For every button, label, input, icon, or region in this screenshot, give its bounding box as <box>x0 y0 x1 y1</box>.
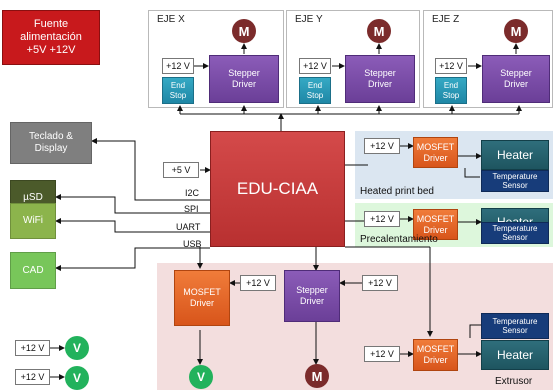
axis-x-stepper-l2: Driver <box>232 79 256 89</box>
axis-y-endstop-l2: Stop <box>306 90 324 100</box>
axis-z-stepper-l1: Stepper <box>500 68 532 78</box>
cad-label: CAD <box>22 264 44 276</box>
extruder-motor: M <box>305 364 329 388</box>
extruder-sensor-l2: Sensor <box>502 326 528 335</box>
axis-z-stepper-l2: Driver <box>504 79 528 89</box>
bed-temp-sensor: Temperature Sensor <box>481 170 549 192</box>
extruder-fan-mosfet-driver: MOSFET Driver <box>174 270 230 326</box>
fan1-icon: V <box>65 336 89 360</box>
edu-ciaa-label: EDU-CIAA <box>236 179 319 198</box>
bed-mosfet-l2: Driver <box>423 152 448 163</box>
bed-sensor-l2: Sensor <box>502 181 528 190</box>
bed-mosfet-l1: MOSFET <box>416 141 455 152</box>
axis-y-endstop: End Stop <box>299 77 331 104</box>
axis-z-endstop-l1: End <box>443 80 459 90</box>
axis-z-title: EJE Z <box>432 14 460 25</box>
bed-label: Heated print bed <box>360 186 434 197</box>
axis-y-stepper-driver: Stepper Driver <box>345 55 415 103</box>
display-l1: Teclado & <box>29 131 73 142</box>
power-supply-line1: Fuente <box>33 18 69 30</box>
axis-y-motor: M <box>367 19 391 43</box>
preheat-temp-sensor: Temperature Sensor <box>481 222 549 244</box>
display-l2: Display <box>34 143 68 154</box>
axis-y-stepper-l2: Driver <box>368 79 392 89</box>
axis-x-motor: M <box>232 19 256 43</box>
bus-spi-label: SPI <box>184 204 199 214</box>
wifi-label: WiFi <box>23 215 43 226</box>
extruder-heat-mosfet-l2: Driver <box>423 355 448 365</box>
extruder-stepper-driver: Stepper Driver <box>284 270 340 322</box>
preheat-v12: +12 V <box>364 211 400 227</box>
preheat-sensor-l2: Sensor <box>502 233 528 242</box>
wifi-block: WiFi <box>10 203 56 239</box>
power-supply-line2: alimentación <box>20 31 82 43</box>
cpu-v5: +5 V <box>163 162 199 178</box>
extruder-heat-mosfet-l1: MOSFET <box>416 344 455 354</box>
axis-z-motor: M <box>504 19 528 43</box>
axis-z-endstop-l2: Stop <box>442 90 460 100</box>
axis-y-stepper-l1: Stepper <box>364 68 396 78</box>
bus-uart-label: UART <box>176 222 201 232</box>
extruder-stepper-v12: +12 V <box>362 275 398 291</box>
fan2-v12: +12 V <box>15 369 50 385</box>
extruder-fan-mosfet-l1: MOSFET <box>183 287 221 297</box>
preheat-mosfet-l2: Driver <box>423 224 448 235</box>
preheat-sensor-l1: Temperature <box>492 224 538 233</box>
bus-i2c-label: I2C <box>185 188 200 198</box>
extruder-fan-icon: V <box>189 365 213 389</box>
extruder-fan-mosfet-l2: Driver <box>190 298 214 308</box>
bed-mosfet-driver: MOSFET Driver <box>413 137 458 168</box>
fan2-icon: V <box>65 366 89 390</box>
axis-x-title: EJE X <box>157 14 185 25</box>
extruder-heat-mosfet-driver: MOSFET Driver <box>413 339 458 371</box>
sd-label: µSD <box>23 192 43 203</box>
preheat-label: Precalentamiento <box>360 234 438 245</box>
axis-y-v12: +12 V <box>299 58 331 74</box>
bus-usb-label: USB <box>183 239 202 249</box>
extruder-stepper-l1: Stepper <box>296 285 328 295</box>
extruder-heater: Heater <box>481 340 549 370</box>
axis-x-endstop-l2: Stop <box>169 90 187 100</box>
axis-y-title: EJE Y <box>295 14 323 25</box>
axis-z-endstop: End Stop <box>435 77 467 104</box>
extruder-stepper-l2: Driver <box>300 296 324 306</box>
axis-x-stepper-driver: Stepper Driver <box>209 55 279 103</box>
axis-x-endstop-l1: End <box>170 80 186 90</box>
axis-y-endstop-l1: End <box>307 80 323 90</box>
axis-x-endstop: End Stop <box>162 77 194 104</box>
preheat-mosfet-driver: MOSFET Driver <box>413 209 458 240</box>
bed-sensor-l1: Temperature <box>492 172 538 181</box>
axis-z-stepper-driver: Stepper Driver <box>482 55 550 103</box>
bed-heater: Heater <box>481 140 549 170</box>
extruder-label: Extrusor <box>495 376 533 387</box>
extruder-temp-sensor: Temperature Sensor <box>481 313 549 339</box>
edu-ciaa-block: EDU-CIAA <box>210 131 345 247</box>
axis-x-v12: +12 V <box>162 58 194 74</box>
power-supply-line3: +5V +12V <box>26 44 76 56</box>
power-supply-block: Fuente alimentación +5V +12V <box>2 10 100 65</box>
cad-block: CAD <box>10 252 56 289</box>
axis-x-stepper-l1: Stepper <box>228 68 260 78</box>
preheat-mosfet-l1: MOSFET <box>416 213 455 224</box>
display-block: Teclado & Display <box>10 122 92 164</box>
extruder-sensor-l1: Temperature <box>492 317 538 326</box>
axis-z-v12: +12 V <box>435 58 467 74</box>
extruder-fan-v12: +12 V <box>240 275 276 291</box>
extruder-heat-v12: +12 V <box>364 346 400 362</box>
bed-v12: +12 V <box>364 138 400 154</box>
fan1-v12: +12 V <box>15 340 50 356</box>
